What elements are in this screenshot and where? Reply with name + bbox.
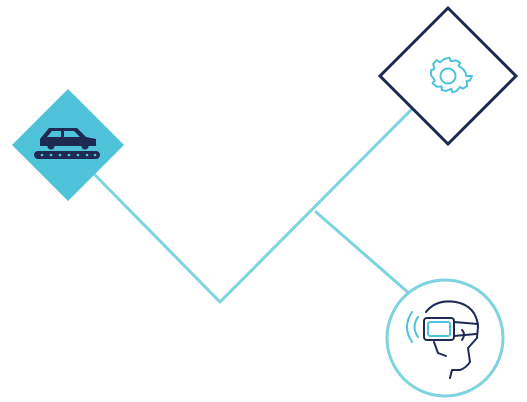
vr-headset-user-icon <box>406 300 479 379</box>
gear-icon <box>430 56 473 94</box>
connector-branch-line <box>314 210 413 297</box>
settings-diamond <box>377 5 519 147</box>
car-assembly-line-icon <box>34 128 100 159</box>
node-assembly[interactable] <box>12 89 124 201</box>
node-settings[interactable] <box>377 5 519 147</box>
connectors <box>93 105 416 304</box>
node-vr[interactable] <box>385 278 505 398</box>
vr-circle <box>385 278 505 398</box>
connector-main-line <box>93 105 416 304</box>
